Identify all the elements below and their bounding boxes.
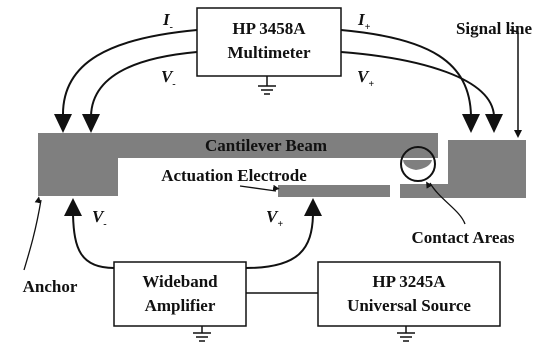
signal-line-pointer (509, 29, 519, 136)
arrow-up-icon (64, 198, 322, 216)
source-label-line1: HP 3245A (372, 272, 446, 291)
wire-i-plus (340, 29, 472, 117)
cantilever-beam-label: Cantilever Beam (205, 136, 327, 155)
wire-v-minus-bottom (72, 214, 115, 269)
universal-source-box (317, 261, 501, 327)
multimeter-box (196, 7, 342, 77)
actuation-electrode-bar (278, 185, 390, 197)
ground-icon (258, 76, 276, 95)
contact-bump (403, 160, 432, 170)
amplifier-box (113, 261, 247, 327)
multimeter-label-line2: Multimeter (227, 43, 311, 62)
wire-i-minus (61, 29, 198, 117)
wire-v-plus-bottom (245, 214, 314, 269)
source-label-line2: Universal Source (347, 296, 471, 315)
anchor-label: Anchor (23, 277, 78, 296)
anchor-cantilever-beam (38, 133, 438, 196)
terminal-v-minus-bottom: V- (92, 207, 107, 230)
arrow-down-icon (514, 130, 522, 138)
contact-areas-label: Contact Areas (411, 228, 514, 247)
arrow-down-icon (54, 114, 503, 133)
multimeter-label-line1: HP 3458A (232, 19, 306, 38)
signal-line-block (400, 140, 526, 198)
terminal-i-plus: I+ (357, 10, 371, 33)
terminal-v-plus-bottom: V+ (266, 207, 283, 230)
terminal-v-plus-top: V+ (357, 67, 374, 90)
wire-v-plus-top (340, 51, 495, 117)
actuation-electrode-pointer (239, 184, 280, 192)
terminal-v-minus-top: V- (161, 67, 176, 90)
ground-icon (193, 326, 211, 342)
amplifier-label-line1: Wideband (142, 272, 218, 291)
signal-line-label: Signal line (456, 19, 533, 38)
wire-v-minus-top (90, 51, 198, 117)
anchor-pointer (23, 196, 42, 271)
ground-icon (397, 326, 415, 342)
contact-areas-pointer (426, 181, 466, 225)
contact-area-circle (400, 146, 436, 182)
actuation-electrode-label: Actuation Electrode (161, 166, 307, 185)
amplifier-label-line2: Amplifier (145, 296, 216, 315)
terminal-i-minus: I- (162, 10, 173, 33)
